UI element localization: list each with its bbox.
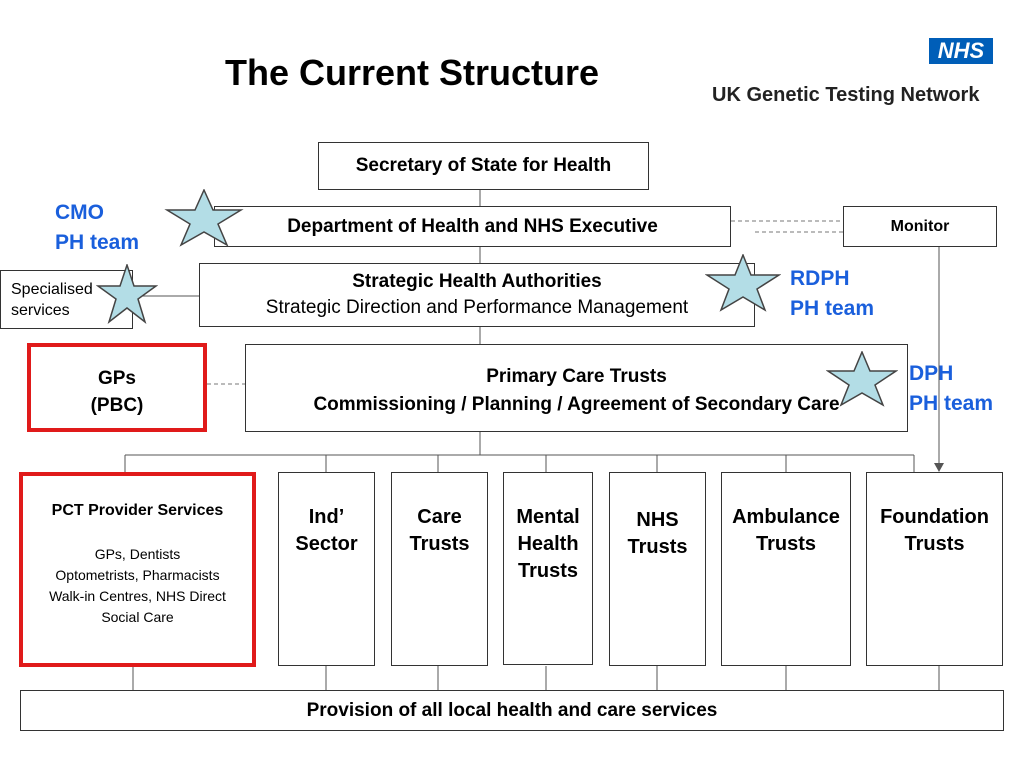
specialised-line1: Specialised — [11, 280, 93, 298]
provider-nhs-line2: Trusts — [627, 536, 688, 558]
page-title: The Current Structure — [225, 52, 600, 93]
pct-provider-line-0: GPs, Dentists — [94, 546, 181, 562]
provider-foundation-line2: Trusts — [904, 533, 965, 555]
provision-box: Provision of all local health and care s… — [20, 690, 1004, 731]
sha-box: Strategic Health Authorities Strategic D… — [199, 263, 755, 327]
pct-box: Primary Care Trusts Commissioning / Plan… — [245, 344, 908, 432]
provider-mental-line2: Health — [517, 533, 579, 555]
arrow-head — [934, 463, 944, 472]
gps-line2: (PBC) — [90, 395, 144, 416]
provider-nhs-trusts: NHS Trusts — [609, 472, 706, 666]
monitor-label: Monitor — [890, 217, 950, 235]
secretary-label: Secretary of State for Health — [355, 155, 612, 176]
network-logo-text: UK Genetic Testing Network — [712, 84, 980, 106]
annotation-dph-line1: DPH — [909, 362, 954, 385]
provider-ambulance-line1: Ambulance — [732, 506, 840, 528]
annotation-cmo-line2: PH team — [55, 231, 140, 254]
doh-label: Department of Health and NHS Executive — [287, 215, 658, 237]
annotation-rdph-line1: RDPH — [790, 267, 850, 290]
annotation-dph-line2: PH team — [909, 392, 994, 415]
star-icon-specialised — [96, 264, 158, 325]
star-icon-rdph — [705, 254, 781, 312]
star-icon-cmo — [164, 189, 244, 247]
pct-provider-title: PCT Provider Services — [51, 502, 224, 519]
sha-title: Strategic Health Authorities — [352, 271, 602, 292]
secretary-box: Secretary of State for Health — [318, 142, 649, 190]
provider-ambulance-line2: Trusts — [755, 533, 817, 555]
provider-care-trusts: Care Trusts — [391, 472, 488, 666]
pct-provider-line-2: Walk-in Centres, NHS Direct — [49, 588, 226, 604]
provider-mental-line3: Trusts — [517, 560, 579, 582]
specialised-line2: services — [11, 301, 70, 319]
provider-ind-line2: Sector — [295, 533, 358, 555]
provider-foundation-line1: Foundation — [880, 506, 989, 528]
gps-box: GPs (PBC) — [27, 343, 207, 432]
pct-title: Primary Care Trusts — [486, 366, 667, 387]
monitor-box: Monitor — [843, 206, 997, 247]
pct-provider-services-box: PCT Provider Services GPs, Dentists Opto… — [19, 472, 256, 667]
provider-mental-line1: Mental — [516, 506, 580, 528]
sha-subtitle: Strategic Direction and Performance Mana… — [265, 297, 689, 318]
pct-provider-line-1: Optometrists, Pharmacists — [55, 567, 220, 583]
provider-ind-sector: Ind’ Sector — [278, 472, 375, 666]
doh-box: Department of Health and NHS Executive — [214, 206, 731, 247]
pct-provider-line-3: Social Care — [101, 609, 174, 625]
annotation-dph: DPH PH team — [909, 359, 993, 419]
nhs-logo: NHS — [929, 38, 993, 64]
star-icon-dph — [826, 351, 898, 407]
provision-label: Provision of all local health and care s… — [306, 699, 718, 721]
provider-ind-line1: Ind’ — [308, 506, 345, 528]
pct-subtitle: Commissioning / Planning / Agreement of … — [313, 394, 840, 415]
provider-nhs-line1: NHS — [636, 509, 679, 531]
provider-care-line2: Trusts — [409, 533, 470, 555]
provider-ambulance-trusts: Ambulance Trusts — [721, 472, 851, 666]
provider-foundation-trusts: Foundation Trusts — [866, 472, 1003, 666]
annotation-cmo: CMO PH team — [55, 198, 139, 258]
gps-line1: GPs — [97, 368, 137, 389]
annotation-cmo-line1: CMO — [55, 201, 104, 224]
annotation-rdph: RDPH PH team — [790, 264, 874, 324]
annotation-rdph-line2: PH team — [790, 297, 875, 320]
provider-care-line1: Care — [417, 506, 462, 528]
provider-mental-health-trusts: Mental Health Trusts — [503, 472, 593, 665]
